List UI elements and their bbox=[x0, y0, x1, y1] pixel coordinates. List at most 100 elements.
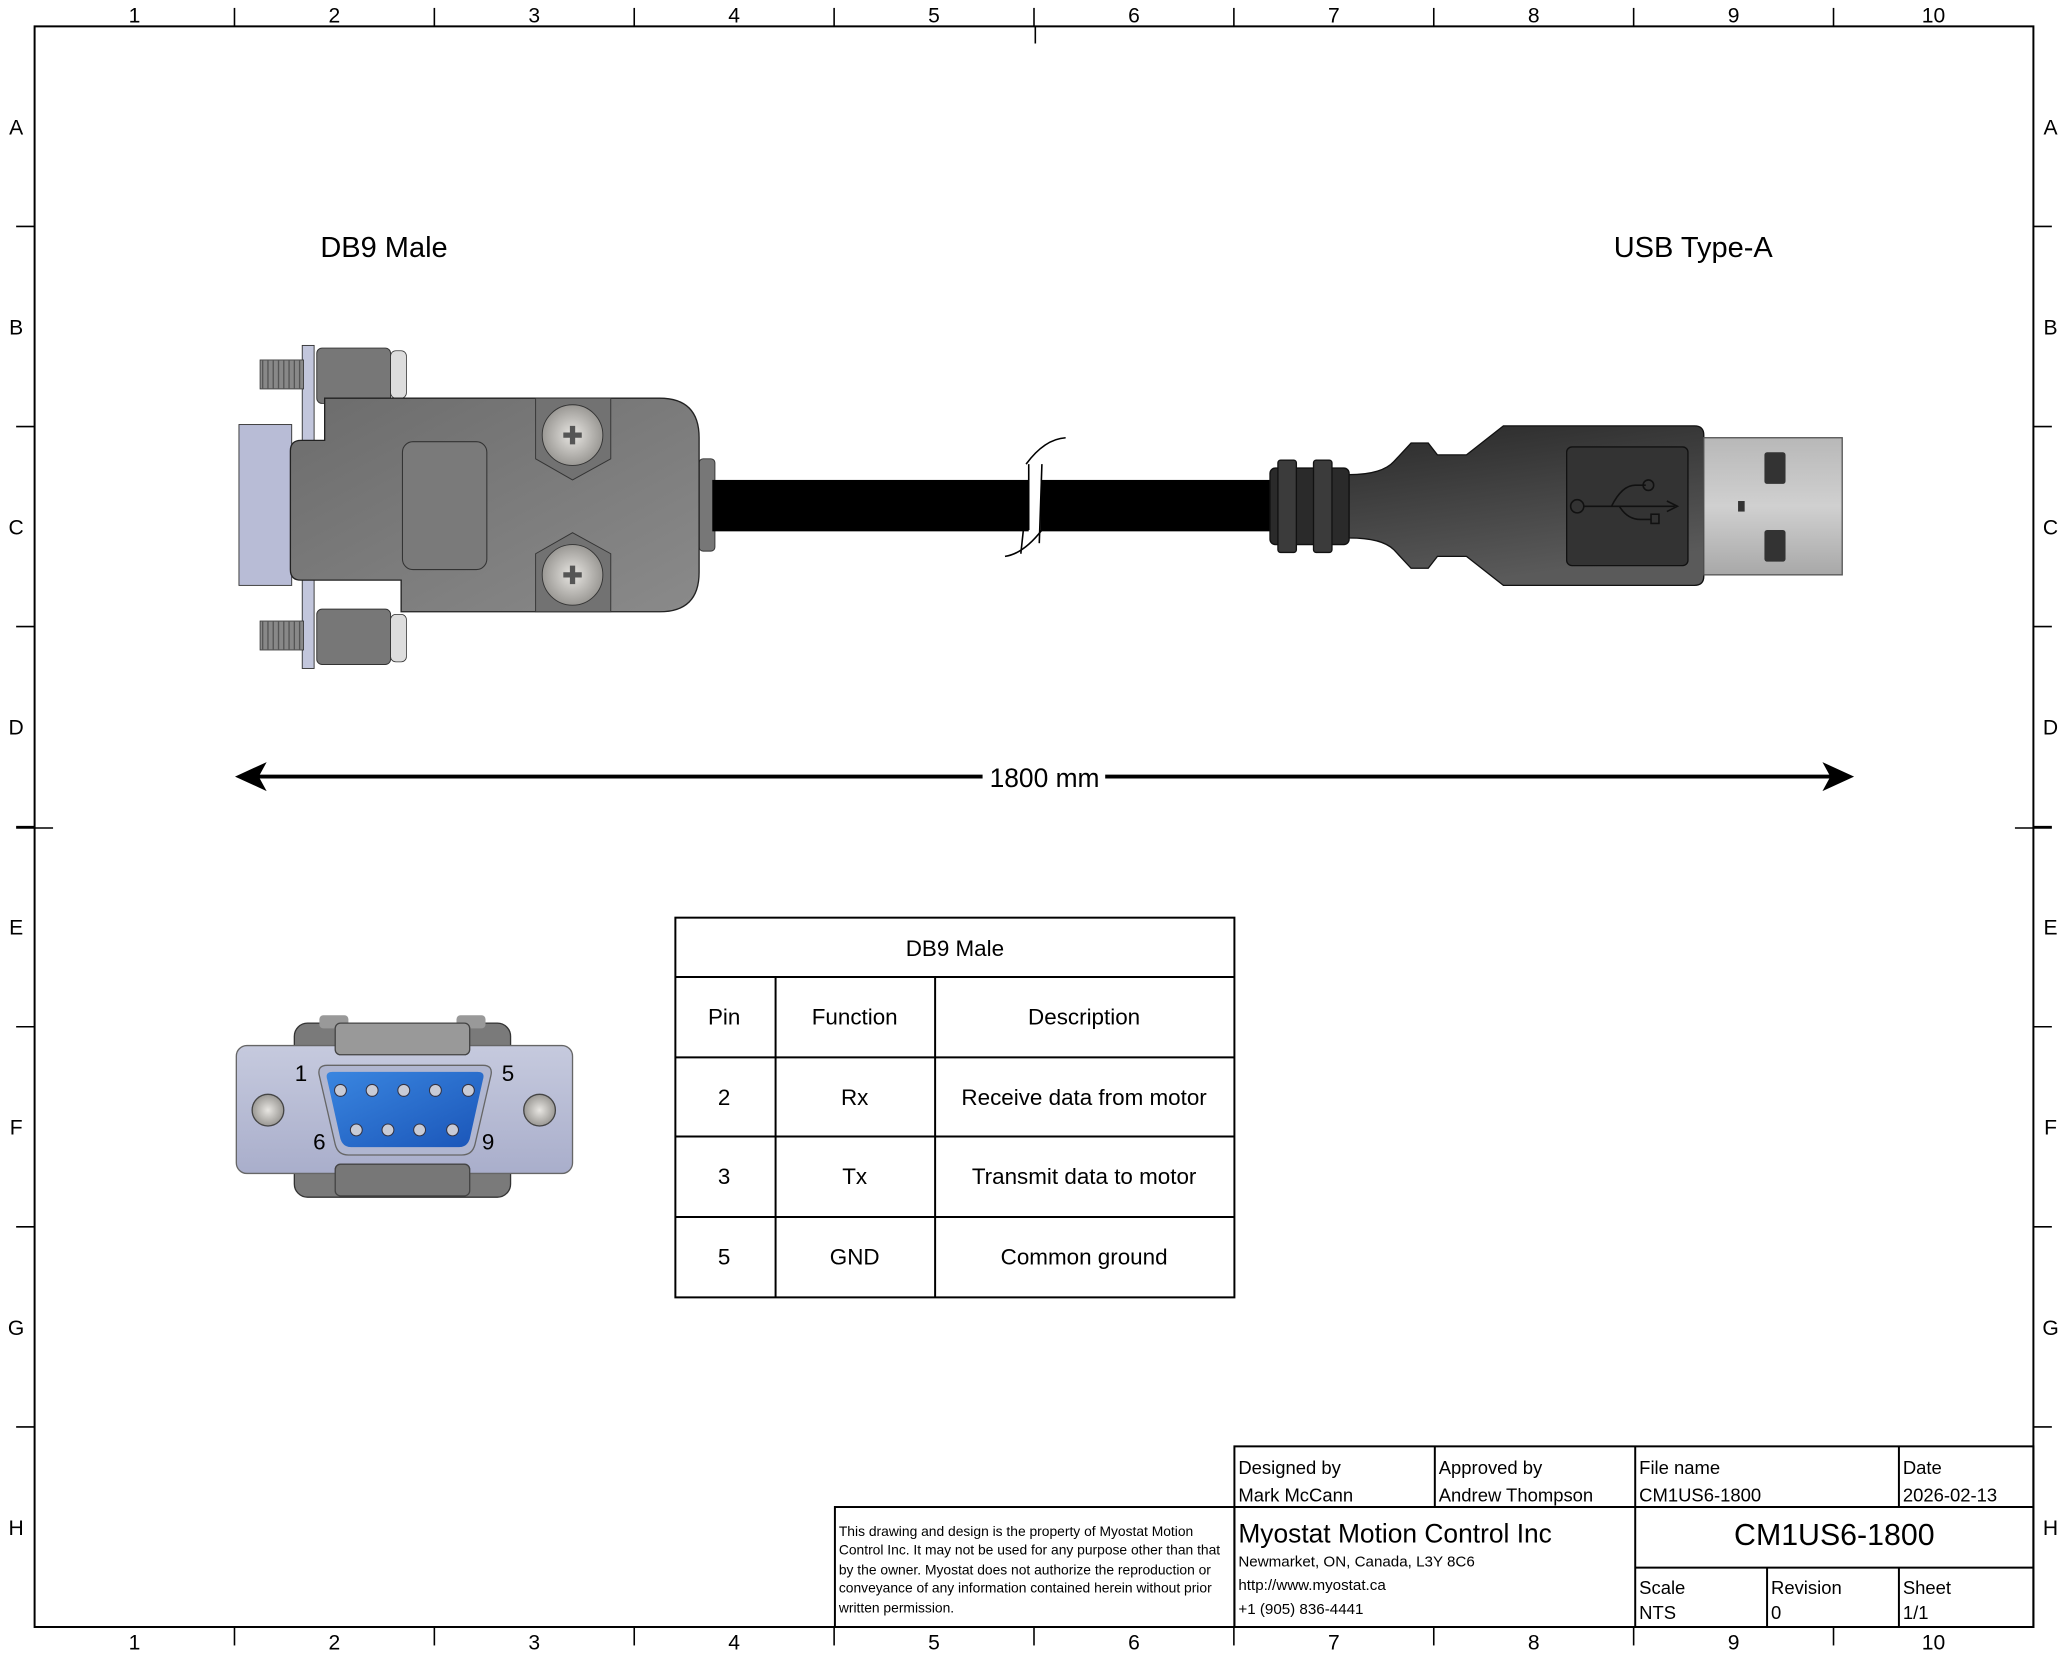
scale-label: Scale bbox=[1639, 1577, 1685, 1598]
row-label: D bbox=[2043, 717, 2058, 740]
row-1-function: Rx bbox=[841, 1085, 868, 1110]
row-label: F bbox=[10, 1117, 23, 1140]
pin-label-9: 9 bbox=[482, 1130, 494, 1155]
revision-label: Revision bbox=[1771, 1577, 1842, 1598]
table-title: DB9 Male bbox=[906, 936, 1004, 961]
zone-ticks bbox=[16, 7, 2052, 1646]
column-label: 8 bbox=[1528, 4, 1540, 27]
pin-hole-icon bbox=[334, 1083, 347, 1097]
disclaimer-line-3: by the owner. Myostat does not authorize… bbox=[839, 1561, 1211, 1577]
row-label: C bbox=[9, 516, 24, 539]
pin-hole-icon bbox=[397, 1083, 411, 1097]
column-label: 2 bbox=[329, 1631, 341, 1654]
pin-hole-icon bbox=[381, 1123, 395, 1137]
row-label: D bbox=[9, 717, 24, 740]
mount-hole-right-icon bbox=[523, 1093, 557, 1127]
db9-connector-side-view bbox=[238, 344, 716, 669]
pin-table: DB9 Male Pin Function Description 2 Rx R… bbox=[674, 916, 1236, 1299]
company-website: http://www.myostat.ca bbox=[1238, 1577, 1386, 1594]
pin-hole-icon bbox=[365, 1083, 379, 1097]
screw-bottom-icon bbox=[541, 544, 604, 606]
row-label: A bbox=[2044, 116, 2059, 139]
row-label: C bbox=[2043, 516, 2058, 539]
column-label: 1 bbox=[129, 1631, 141, 1654]
row-1-description: Receive data from motor bbox=[961, 1085, 1207, 1110]
file-name-label: File name bbox=[1639, 1457, 1720, 1478]
row-3-description: Common ground bbox=[1001, 1244, 1168, 1269]
part-number: CM1US6-1800 bbox=[1734, 1519, 1935, 1552]
column-label: 9 bbox=[1728, 4, 1740, 27]
revision-value: 0 bbox=[1771, 1602, 1781, 1623]
row-label: H bbox=[2043, 1517, 2058, 1540]
row-label: E bbox=[9, 917, 23, 940]
row-2-function: Tx bbox=[842, 1164, 867, 1189]
length-dimension: 1800 mm bbox=[235, 762, 1855, 793]
pin-holes bbox=[334, 1083, 475, 1137]
row-label: E bbox=[2044, 917, 2058, 940]
approved-by-value: Andrew Thompson bbox=[1439, 1485, 1593, 1506]
usb-heading: USB Type-A bbox=[1614, 232, 1774, 264]
arrow-right-icon bbox=[1822, 762, 1855, 792]
column-label: 10 bbox=[1922, 1631, 1945, 1654]
usb-a-connector bbox=[1269, 425, 1843, 587]
column-label: 8 bbox=[1528, 1631, 1540, 1654]
column-label: 5 bbox=[928, 1631, 940, 1654]
row-label: G bbox=[8, 1317, 24, 1340]
pin-label-1: 1 bbox=[295, 1061, 307, 1086]
company-phone: +1 (905) 836-4441 bbox=[1238, 1601, 1363, 1618]
pin-hole-icon bbox=[413, 1123, 427, 1137]
row-label: G bbox=[2042, 1317, 2058, 1340]
row-3-function: GND bbox=[830, 1244, 880, 1269]
row-label: H bbox=[9, 1517, 24, 1540]
pin-hole-icon bbox=[446, 1123, 460, 1137]
row-3-pin: 5 bbox=[718, 1244, 730, 1269]
row-label: B bbox=[9, 316, 23, 339]
column-label: 4 bbox=[728, 1631, 740, 1654]
title-block: Designed by Mark McCann Approved by Andr… bbox=[833, 1445, 2035, 1628]
jackscrew-bottom-icon bbox=[259, 620, 304, 651]
scale-value: NTS bbox=[1639, 1602, 1676, 1623]
designed-by-value: Mark McCann bbox=[1238, 1485, 1353, 1506]
column-label: 3 bbox=[528, 4, 540, 27]
column-label: 9 bbox=[1728, 1631, 1740, 1654]
column-label: 3 bbox=[528, 1631, 540, 1654]
approved-by-label: Approved by bbox=[1439, 1457, 1543, 1478]
header-function: Function bbox=[812, 1004, 898, 1029]
disclaimer-line-2: Control Inc. It may not be used for any … bbox=[839, 1541, 1220, 1557]
disclaimer-line-5: written permission. bbox=[838, 1599, 954, 1615]
company-name: Myostat Motion Control Inc bbox=[1238, 1519, 1552, 1549]
row-label: B bbox=[2044, 316, 2058, 339]
jackscrew-top-icon bbox=[259, 359, 304, 390]
mount-hole-left-icon bbox=[251, 1093, 285, 1127]
date-value: 2026-02-13 bbox=[1903, 1485, 1997, 1506]
usb-symbol-icon bbox=[1569, 479, 1680, 525]
db9-face-view: 1 5 6 9 bbox=[235, 1015, 574, 1198]
disclaimer-line-1: This drawing and design is the property … bbox=[839, 1523, 1193, 1539]
arrow-left-icon bbox=[235, 762, 267, 792]
column-label: 2 bbox=[329, 4, 341, 27]
disclaimer-line-4: conveyance of any information contained … bbox=[839, 1580, 1212, 1596]
row-1-pin: 2 bbox=[718, 1085, 730, 1110]
length-label: 1800 mm bbox=[990, 763, 1100, 793]
header-pin: Pin bbox=[708, 1004, 740, 1029]
pin-label-5: 5 bbox=[502, 1061, 514, 1086]
row-2-pin: 3 bbox=[718, 1164, 730, 1189]
pin-hole-icon bbox=[349, 1123, 363, 1137]
file-name-value: CM1US6-1800 bbox=[1639, 1485, 1761, 1506]
header-description: Description bbox=[1028, 1004, 1140, 1029]
row-2-description: Transmit data to motor bbox=[972, 1164, 1197, 1189]
pin-hole-icon bbox=[428, 1083, 442, 1097]
column-label: 7 bbox=[1328, 1631, 1340, 1654]
sheet-value: 1/1 bbox=[1903, 1602, 1929, 1623]
column-label: 5 bbox=[928, 4, 940, 27]
db9-heading: DB9 Male bbox=[320, 232, 447, 264]
company-address: Newmarket, ON, Canada, L3Y 8C6 bbox=[1238, 1553, 1474, 1570]
screw-top-icon bbox=[541, 404, 604, 466]
column-label: 4 bbox=[728, 4, 740, 27]
sheet-label: Sheet bbox=[1903, 1577, 1951, 1598]
designed-by-label: Designed by bbox=[1238, 1457, 1341, 1478]
row-label: A bbox=[9, 116, 24, 139]
column-label: 6 bbox=[1128, 4, 1140, 27]
